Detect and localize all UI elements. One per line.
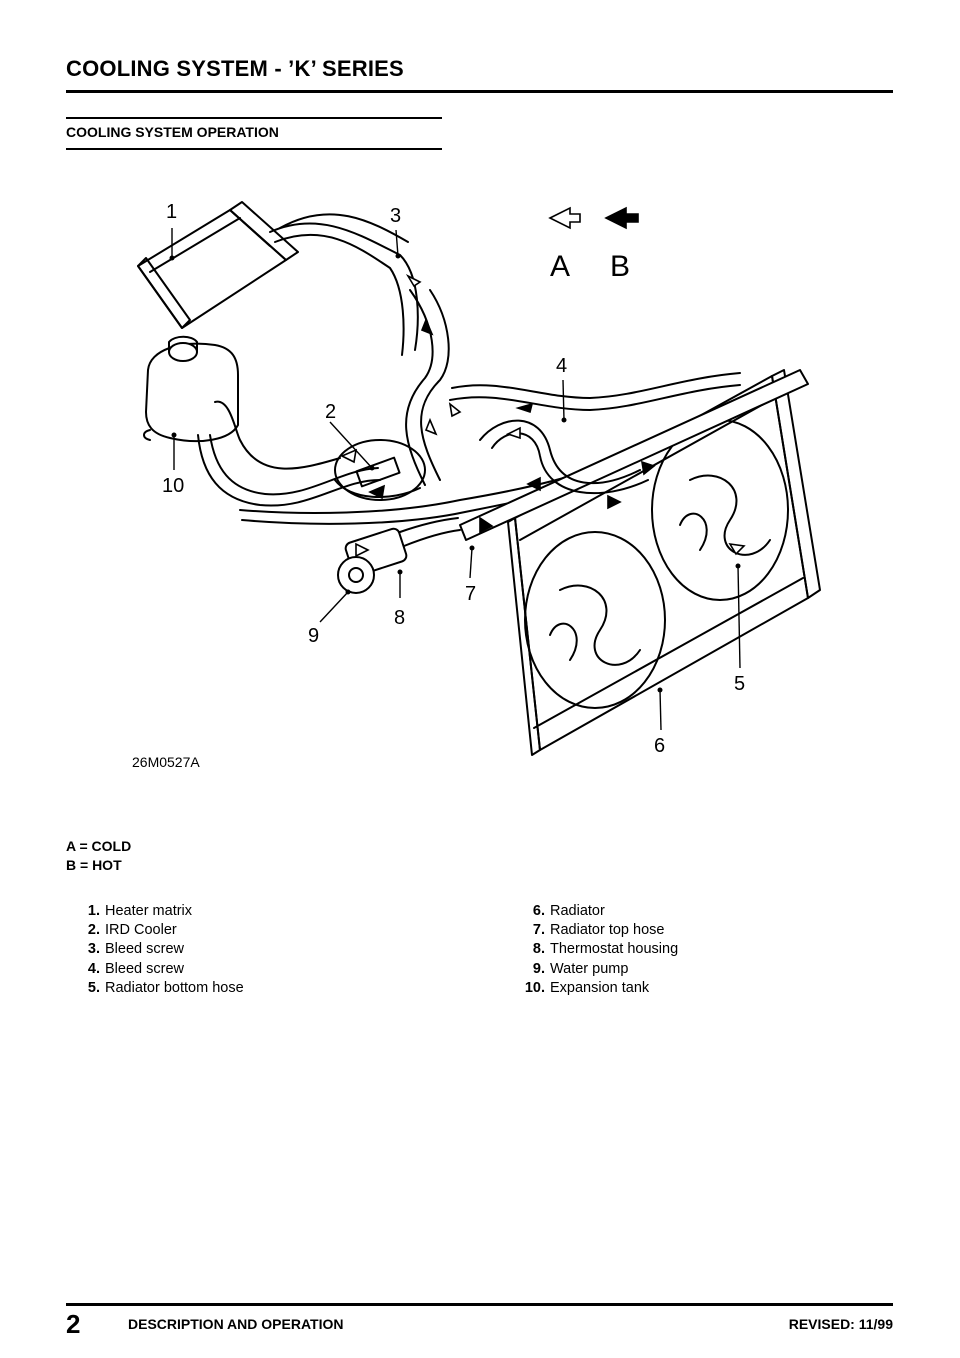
- figure-code: 26M0527A: [132, 754, 200, 770]
- callout-1: 1: [166, 201, 177, 223]
- section-title: COOLING SYSTEM OPERATION: [66, 124, 279, 140]
- legend-hot: B = HOT: [66, 857, 122, 873]
- footer-section-name: DESCRIPTION AND OPERATION: [128, 1316, 344, 1332]
- callout-7: 7: [465, 583, 476, 605]
- section-rule-top: [66, 117, 442, 119]
- list-item: 3.Bleed screw: [87, 941, 184, 957]
- callout-5: 5: [734, 673, 745, 695]
- water-pump-shape: [337, 517, 461, 594]
- list-item: 5.Radiator bottom hose: [87, 980, 244, 996]
- callout-6: 6: [654, 735, 665, 757]
- callout-8: 8: [394, 607, 405, 629]
- page-header-title: COOLING SYSTEM - ’K’ SERIES: [66, 56, 404, 81]
- ird-cooler-shape: [334, 439, 426, 501]
- heater-matrix-shape: [137, 201, 299, 329]
- radiator-shape: [459, 369, 821, 756]
- hot-flow-key-arrow: [604, 206, 639, 230]
- cooling-system-diagram: 1 2 3 4 5 6 7 8 9 10 A B 26M0527A: [132, 201, 821, 770]
- page-number: 2: [66, 1309, 81, 1339]
- list-item: 7.Radiator top hose: [532, 922, 665, 938]
- footer-rule: [66, 1303, 893, 1306]
- footer-revision: REVISED: 11/99: [788, 1316, 893, 1332]
- cold-flow-key-arrow: [548, 206, 581, 230]
- expansion-tank-shape: [143, 335, 239, 443]
- callout-3: 3: [390, 205, 401, 227]
- list-item: 8.Thermostat housing: [532, 941, 679, 957]
- key-letter-b: B: [610, 250, 630, 283]
- callout-9: 9: [308, 625, 319, 647]
- list-item: 9.Water pump: [532, 961, 629, 977]
- list-item: 1.Heater matrix: [87, 903, 193, 919]
- key-letter-a: A: [550, 250, 570, 283]
- callout-2: 2: [325, 401, 336, 423]
- list-item: 6.Radiator: [532, 903, 605, 919]
- callout-10: 10: [162, 475, 184, 497]
- section-rule-bottom: [66, 148, 442, 150]
- callout-4: 4: [556, 355, 567, 377]
- list-item: 4.Bleed screw: [87, 961, 184, 977]
- legend-cold: A = COLD: [66, 838, 132, 854]
- header-rule: [66, 90, 893, 93]
- list-item: 10.Expansion tank: [524, 980, 650, 996]
- list-item: 2.IRD Cooler: [87, 922, 177, 938]
